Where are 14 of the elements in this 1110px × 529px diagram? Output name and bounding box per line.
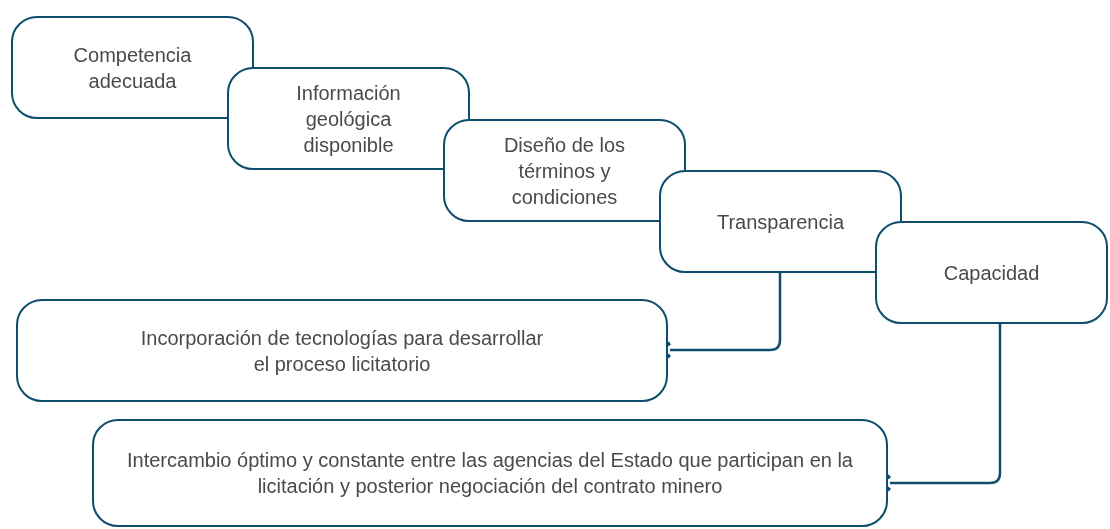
box-text: Información geológica disponible xyxy=(295,80,402,158)
box-text: Competencia adecuada xyxy=(72,42,193,94)
box-text: Capacidad xyxy=(943,260,1040,286)
box-text: Diseño de los términos y condiciones xyxy=(502,132,627,210)
rounded-box xyxy=(443,119,686,222)
box-text: Intercambio óptimo y constante entre las agencias del Estado que participan en la licitación y posterior negociación del contrato minero xyxy=(126,448,854,499)
box-text: Incorporación de tecnologías para desarrollar el proceso licitatorio xyxy=(139,325,545,377)
rounded-box xyxy=(659,170,902,273)
rounded-box xyxy=(875,221,1108,324)
rounded-box xyxy=(11,16,254,119)
rounded-box xyxy=(227,67,470,170)
rounded-box xyxy=(92,419,888,527)
box-text: Transparencia xyxy=(716,209,845,235)
rounded-box xyxy=(16,299,668,402)
